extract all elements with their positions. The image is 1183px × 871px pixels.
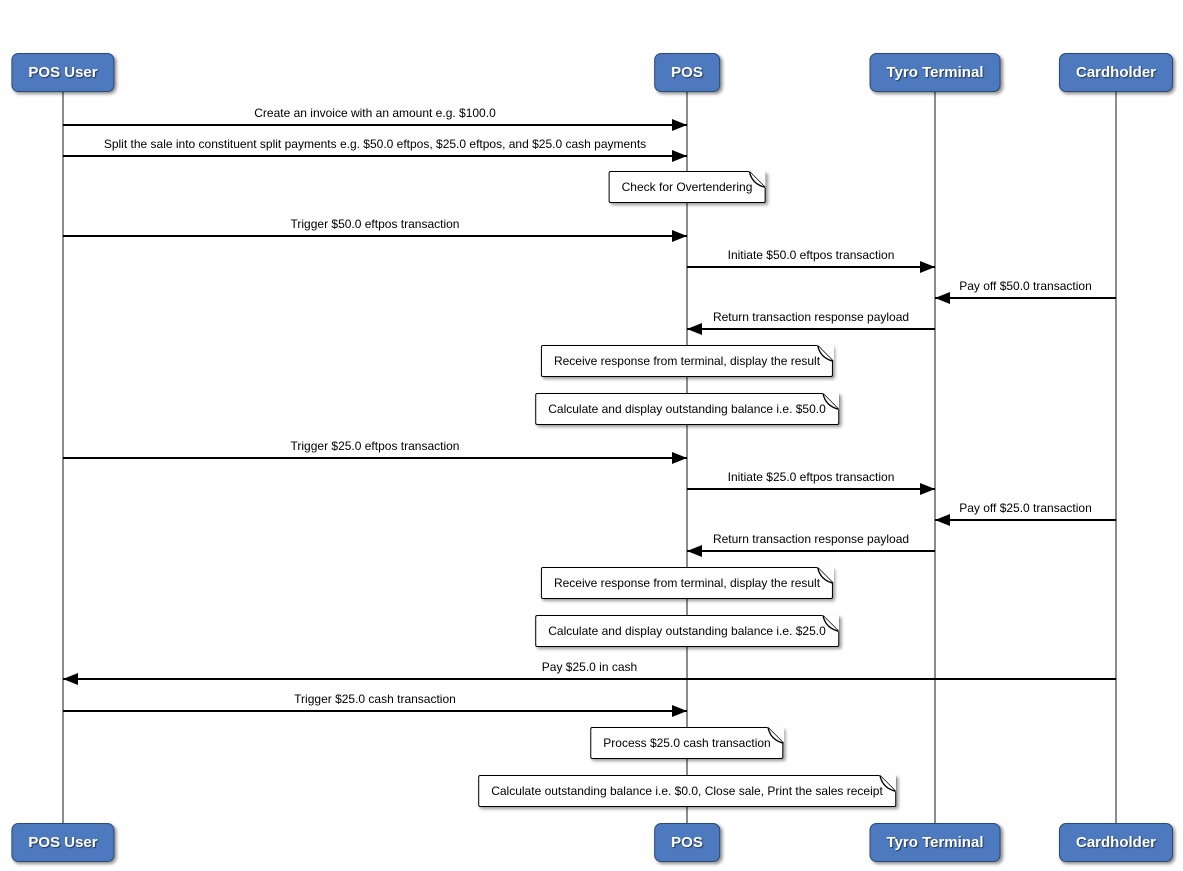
note-fold-icon	[822, 392, 840, 410]
note-fold-icon	[816, 344, 834, 362]
actor-label: POS User	[28, 64, 98, 81]
message: Trigger $50.0 eftpos transaction	[63, 216, 687, 242]
arrowhead-left-icon	[687, 323, 702, 335]
message-label: Pay off $25.0 transaction	[959, 501, 1092, 515]
message: Initiate $50.0 eftpos transaction	[687, 247, 935, 273]
note-text: Check for Overtendering	[621, 180, 753, 194]
message: Split the sale into constituent split pa…	[63, 136, 687, 162]
actor-label: Cardholder	[1075, 834, 1157, 851]
lifeline-cardholder	[1115, 92, 1117, 823]
arrowhead-right-icon	[920, 483, 935, 495]
actor-box-tyro-terminal-top: Tyro Terminal	[869, 53, 1001, 92]
note-text: Calculate and display outstanding balanc…	[548, 624, 826, 638]
message: Initiate $25.0 eftpos transaction	[687, 469, 935, 495]
note: Calculate and display outstanding balanc…	[535, 614, 840, 647]
note: Process $25.0 cash transaction	[590, 726, 785, 759]
message: Return transaction response payload	[687, 309, 935, 335]
note-fold-icon	[822, 614, 840, 632]
message-label: Trigger $25.0 cash transaction	[294, 692, 456, 706]
lifeline-pos	[686, 92, 688, 823]
actor-box-pos-user-top: POS User	[11, 53, 115, 92]
note-text: Receive response from terminal, display …	[553, 576, 821, 590]
message-label: Split the sale into constituent split pa…	[103, 137, 647, 151]
note: Check for Overtendering	[608, 170, 766, 203]
message-label: Trigger $50.0 eftpos transaction	[290, 217, 460, 231]
arrowhead-right-icon	[672, 230, 687, 242]
note: Receive response from terminal, display …	[540, 566, 834, 599]
arrowhead-right-icon	[920, 261, 935, 273]
message-label: Trigger $25.0 eftpos transaction	[290, 439, 460, 453]
note-text: Calculate outstanding balance i.e. $0.0,…	[491, 784, 883, 798]
note-fold-icon	[748, 170, 766, 188]
note: Receive response from terminal, display …	[540, 344, 834, 377]
message-label: Initiate $25.0 eftpos transaction	[727, 470, 895, 484]
message: Return transaction response payload	[687, 531, 935, 557]
note-fold-icon	[879, 774, 897, 792]
actor-box-cardholder-bottom: Cardholder	[1058, 823, 1174, 862]
arrowhead-left-icon	[935, 292, 950, 304]
note: Calculate and display outstanding balanc…	[535, 392, 840, 425]
message: Pay off $25.0 transaction	[935, 500, 1116, 526]
actor-box-pos-bottom: POS	[654, 823, 720, 862]
message-line	[935, 519, 1116, 521]
note-text: Receive response from terminal, display …	[553, 354, 821, 368]
arrowhead-right-icon	[672, 119, 687, 131]
message-line	[935, 297, 1116, 299]
message: Pay off $50.0 transaction	[935, 278, 1116, 304]
actor-label: POS User	[28, 834, 98, 851]
message-line	[687, 550, 935, 552]
message-label: Create an invoice with an amount e.g. $1…	[254, 106, 496, 120]
actor-label: POS	[671, 64, 703, 81]
message: Pay $25.0 in cash	[63, 659, 1116, 685]
arrowhead-right-icon	[672, 452, 687, 464]
actor-box-pos-top: POS	[654, 53, 720, 92]
arrowhead-left-icon	[687, 545, 702, 557]
arrowhead-left-icon	[935, 514, 950, 526]
message-label: Pay off $50.0 transaction	[959, 279, 1092, 293]
message: Create an invoice with an amount e.g. $1…	[63, 105, 687, 131]
message: Trigger $25.0 cash transaction	[63, 691, 687, 717]
actor-label: Tyro Terminal	[886, 64, 984, 81]
message-line	[63, 124, 687, 126]
actor-box-pos-user-bottom: POS User	[11, 823, 115, 862]
message-label: Return transaction response payload	[712, 532, 910, 546]
message-label: Pay $25.0 in cash	[541, 660, 638, 674]
message-label: Initiate $50.0 eftpos transaction	[727, 248, 895, 262]
message-line	[63, 457, 687, 459]
arrowhead-left-icon	[63, 673, 78, 685]
lifeline-tyro-terminal	[934, 92, 936, 823]
note: Calculate outstanding balance i.e. $0.0,…	[478, 774, 897, 807]
note-text: Calculate and display outstanding balanc…	[548, 402, 826, 416]
message: Trigger $25.0 eftpos transaction	[63, 438, 687, 464]
note-fold-icon	[816, 566, 834, 584]
message-line	[687, 488, 935, 490]
actor-label: Tyro Terminal	[886, 834, 984, 851]
message-line	[63, 678, 1116, 680]
message-line	[687, 328, 935, 330]
note-fold-icon	[767, 726, 785, 744]
message-label: Return transaction response payload	[712, 310, 910, 324]
actor-label: POS	[671, 834, 703, 851]
message-line	[63, 710, 687, 712]
note-text: Process $25.0 cash transaction	[603, 736, 771, 750]
arrowhead-right-icon	[672, 150, 687, 162]
message-line	[687, 266, 935, 268]
message-line	[63, 155, 687, 157]
actor-box-tyro-terminal-bottom: Tyro Terminal	[869, 823, 1001, 862]
message-line	[63, 235, 687, 237]
arrowhead-right-icon	[672, 705, 687, 717]
actor-box-cardholder-top: Cardholder	[1058, 53, 1174, 92]
actor-label: Cardholder	[1075, 64, 1157, 81]
